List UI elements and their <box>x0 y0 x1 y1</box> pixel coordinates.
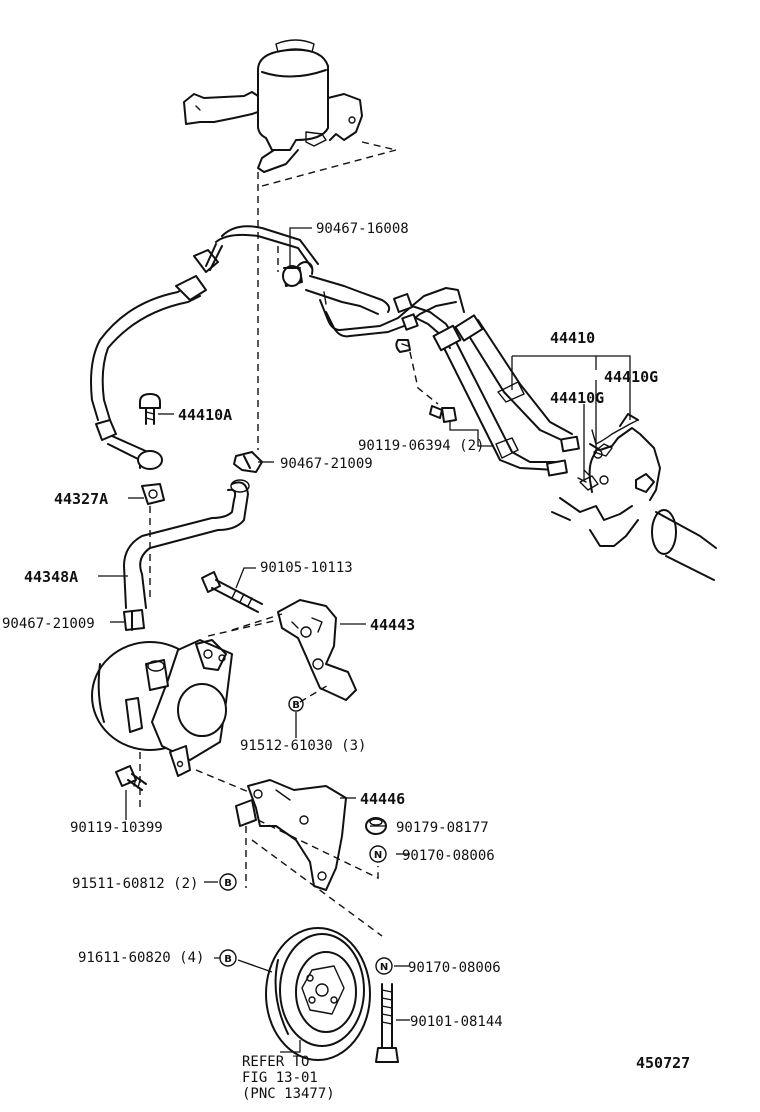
label-44446: 44446 <box>360 790 405 808</box>
svg-text:N: N <box>380 962 388 973</box>
leader-lines <box>98 227 631 1053</box>
reservoir-tank <box>183 39 363 173</box>
bracket-44446 <box>235 779 347 891</box>
bracket-44443 <box>277 599 357 701</box>
label-44410G-b: 44410G <box>550 389 604 407</box>
label-44410: 44410 <box>550 329 595 347</box>
label-90179-08177: 90179-08177 <box>396 820 489 836</box>
label-90105-10113: 90105-10113 <box>260 560 353 576</box>
dashline-reservoir-bracket <box>361 141 397 151</box>
symbol-b-91511: B <box>219 873 237 891</box>
label-44410G-a: 44410G <box>604 368 658 386</box>
symbol-n-lower: N <box>375 957 393 975</box>
label-44327A: 44327A <box>54 490 108 508</box>
label-90170-08006-upper: 90170-08006 <box>402 848 495 864</box>
svg-text:N: N <box>374 850 382 861</box>
bolt-90119-10399 <box>115 765 147 791</box>
bolt-90101-08144 <box>375 983 399 1063</box>
dashline-bolt-bracket <box>207 619 279 637</box>
pressure-hose <box>90 225 319 470</box>
pulley <box>265 927 371 1061</box>
union-44327A <box>141 483 165 505</box>
dashline-pump-44443 <box>231 613 283 631</box>
dashline-44446-washer <box>257 819 379 880</box>
symbol-n-upper: N <box>369 845 387 863</box>
o-ring-44410G-upper <box>593 443 613 457</box>
label-44410A: 44410A <box>178 406 232 424</box>
label-90467-16008: 90467-16008 <box>316 221 409 237</box>
steering-gear-housing <box>551 413 717 581</box>
label-44443: 44443 <box>370 616 415 634</box>
label-90101-08144: 90101-08144 <box>410 1014 503 1030</box>
clamp-90467-16008 <box>282 265 302 287</box>
suction-hose-44348A <box>123 479 250 609</box>
label-90467-21009-lower: 90467-21009 <box>2 616 95 632</box>
bolt-90119-06394 <box>429 405 457 423</box>
union-bolt-44410A <box>139 393 161 425</box>
clamp-90467-21009-lower <box>123 609 145 631</box>
svg-text:B: B <box>292 700 300 711</box>
svg-text:B: B <box>224 878 232 889</box>
refer-note-line1: REFER TO <box>242 1054 309 1070</box>
symbol-b-91512: B <box>288 696 304 712</box>
refer-note-line3: (PNC 13477) <box>242 1086 335 1102</box>
label-91611-60820: 91611-60820 (4) <box>78 950 204 966</box>
power-steering-pump <box>91 639 233 777</box>
symbol-b-91611: B <box>219 949 237 967</box>
label-90119-10399: 90119-10399 <box>70 820 163 836</box>
figure-number: 450727 <box>636 1054 690 1072</box>
label-90170-08006-lower: 90170-08006 <box>408 960 501 976</box>
dashline-bolt-44443 <box>299 683 331 703</box>
label-91511-60812: 91511-60812 (2) <box>72 876 198 892</box>
bolt-90105-10113 <box>201 571 263 613</box>
dashline-44446-nut <box>251 839 383 937</box>
label-44348A: 44348A <box>24 568 78 586</box>
label-90467-21009-upper: 90467-21009 <box>280 456 373 472</box>
svg-text:B: B <box>224 954 232 965</box>
refer-note-line2: FIG 13-01 <box>242 1070 318 1086</box>
label-90119-06394: 90119-06394 (2) <box>358 438 484 454</box>
label-91512-61030: 91512-61030 (3) <box>240 738 366 754</box>
o-ring-44410G-lower <box>579 475 599 491</box>
steering-gear-lines <box>319 287 580 477</box>
dashline-gear-bolt <box>409 351 439 405</box>
dashline-reservoir-right <box>261 149 397 187</box>
clamp-90467-21009-upper <box>233 451 263 473</box>
